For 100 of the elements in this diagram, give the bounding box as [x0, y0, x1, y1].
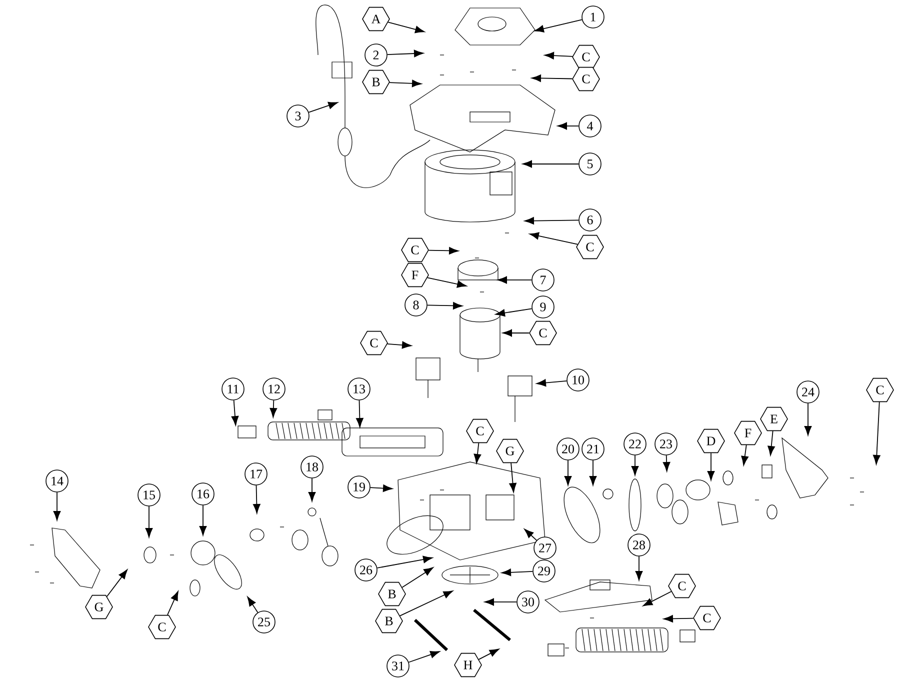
callout-number: 24 [796, 380, 820, 404]
callout-number: 10 [566, 368, 590, 392]
callout-number: 7 [532, 268, 554, 292]
callout-number: 3 [286, 104, 310, 128]
callout-letter: C [866, 378, 894, 402]
callout-letter: C [668, 574, 696, 598]
callout-number: 26 [354, 558, 378, 582]
leader-line [400, 590, 453, 616]
leader-line [53, 492, 61, 521]
callout-number: 4 [578, 114, 602, 138]
leader-line [564, 460, 572, 486]
callout-letter: C [572, 44, 600, 70]
leader-line [386, 341, 412, 349]
callout-letter: C [466, 418, 494, 444]
leader-line [631, 454, 639, 476]
callout-letter: E [760, 406, 788, 432]
callout-number: 20 [556, 438, 580, 460]
leader-line [308, 478, 316, 502]
callout-letter: G [85, 594, 113, 620]
callout-number: 1 [582, 6, 604, 28]
callout-number: 31 [386, 654, 410, 678]
callout-number: 8 [404, 294, 428, 316]
leader-line [557, 122, 580, 130]
leader-line [386, 50, 424, 58]
leader-line [524, 528, 538, 541]
callout-number: 29 [532, 560, 556, 582]
leader-line [478, 648, 500, 660]
leader-line [145, 506, 153, 538]
leader-line [308, 102, 338, 113]
callout-letter: C [576, 234, 604, 260]
callout-number: 23 [654, 432, 678, 456]
leader-line [247, 596, 258, 613]
callout-letter: C [572, 66, 600, 92]
callout-number: 22 [624, 432, 646, 456]
leader-line [167, 591, 178, 616]
leader-line [426, 277, 467, 288]
callout-number: 6 [578, 208, 602, 232]
callout-number: 15 [138, 484, 160, 506]
callout-number: 18 [300, 456, 324, 478]
callout-letter: F [401, 262, 429, 288]
leader-line [428, 247, 459, 254]
leader-line [253, 484, 260, 514]
leader-line [531, 74, 573, 82]
leader-line [270, 400, 278, 418]
callout-letter: C [529, 320, 557, 346]
leader-line [484, 598, 518, 606]
leader-line [106, 569, 128, 597]
leader-line [663, 615, 694, 622]
leader-line [768, 430, 775, 456]
callout-number: 5 [578, 152, 602, 176]
callout-number: 28 [628, 534, 650, 556]
callout-number: 16 [192, 482, 214, 506]
leader-line [408, 650, 440, 663]
callout-number: 19 [348, 476, 370, 498]
callout-number: 2 [364, 44, 388, 66]
leader-line [804, 402, 812, 436]
leader-line [522, 160, 580, 168]
callout-number: 27 [534, 536, 556, 560]
callout-number: 25 [252, 610, 276, 634]
callout-letter: C [693, 606, 721, 630]
leader-line [370, 484, 393, 492]
leader-line [402, 567, 434, 588]
leader-line [544, 52, 573, 60]
leader-line [741, 444, 748, 466]
callout-letter: H [454, 652, 482, 678]
callout-letter: A [362, 6, 390, 32]
leader-line [388, 22, 425, 34]
leader-line [662, 454, 670, 472]
leader-line [501, 568, 534, 576]
leader-line [426, 302, 463, 310]
callout-number: 30 [516, 590, 540, 614]
leader-line [524, 217, 580, 224]
callout-number: 17 [244, 462, 268, 486]
leader-line [635, 556, 643, 581]
leader-line [509, 462, 516, 493]
leader-line [534, 19, 582, 32]
callout-letter: C [401, 238, 429, 262]
leader-line [642, 591, 672, 606]
callout-letter: B [378, 582, 406, 606]
callout-letter: C [360, 330, 388, 356]
leader-line [356, 400, 364, 428]
leader-line [231, 400, 239, 426]
leader-line [536, 379, 568, 386]
callout-number: 21 [582, 438, 604, 460]
leader-line [495, 308, 532, 317]
leader-line [529, 232, 578, 245]
callout-letter: B [362, 70, 390, 94]
leader-line [589, 460, 597, 486]
callout-number: 13 [348, 378, 370, 400]
callout-number: 11 [222, 378, 244, 400]
leader-line [497, 276, 532, 284]
callout-number: 9 [532, 296, 554, 318]
callout-number: 12 [262, 378, 286, 400]
callout-letter: G [496, 438, 524, 464]
callout-number: 14 [46, 470, 68, 492]
leader-line [707, 452, 715, 481]
callout-letter: D [697, 428, 725, 454]
leader-line [502, 329, 530, 337]
leader-line [474, 442, 482, 464]
leader-line [873, 402, 880, 465]
